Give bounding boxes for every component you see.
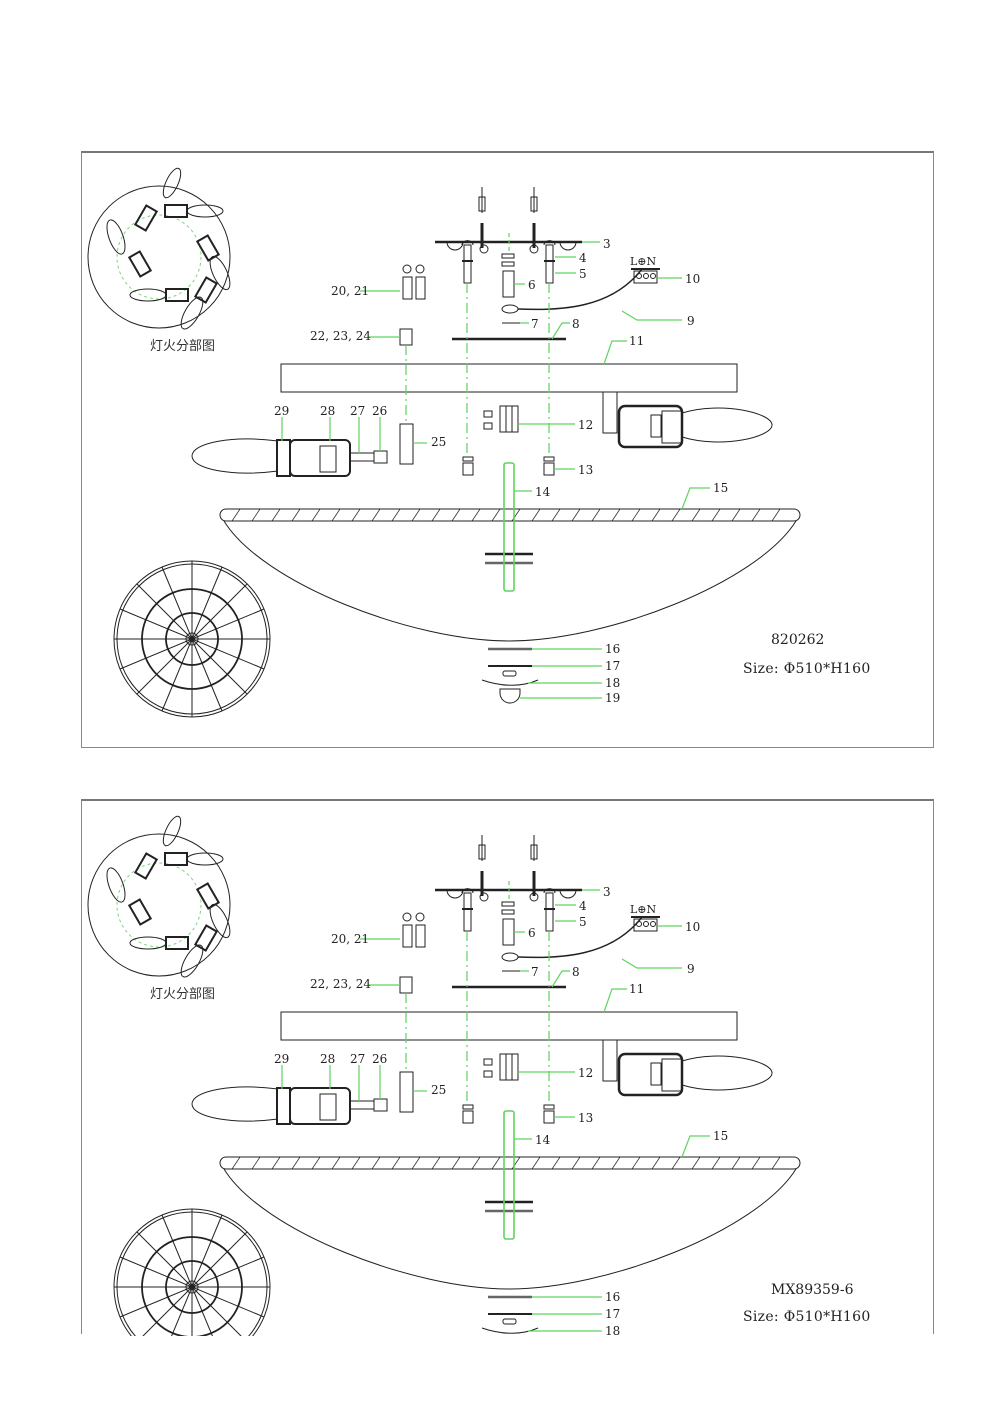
part-label-22-24: 22, 23, 24: [310, 329, 372, 343]
part-label-28: 28: [320, 1052, 336, 1066]
part-label-19: 19: [605, 691, 621, 705]
bulb-holders-layout: [106, 167, 231, 330]
part-label-15: 15: [713, 1129, 729, 1143]
part-label-14: 14: [535, 485, 551, 499]
part-label-15: 15: [713, 481, 729, 495]
part-label-8: 8: [572, 965, 580, 979]
part-label-4: 4: [579, 899, 587, 913]
size-spec: Size: Φ510*H160: [743, 1309, 871, 1325]
assembly-panel-2: 3 4 5 6 7 8 9 10 11 12 13 14 15 16 17 18…: [81, 799, 934, 1338]
part-label-7: 7: [531, 965, 539, 979]
part-label-5: 5: [579, 915, 587, 929]
part-label-25: 25: [431, 1083, 447, 1097]
model-number: MX89359-6: [771, 1282, 854, 1298]
part-label-7: 7: [531, 317, 539, 331]
part-label-20-21: 20, 21: [331, 284, 370, 298]
part-label-18: 18: [605, 1324, 621, 1338]
light-layout-caption: 灯火分部图: [150, 339, 216, 354]
part-label-17: 17: [605, 659, 621, 673]
part-label-9: 9: [687, 962, 695, 976]
part-label-29: 29: [274, 404, 290, 418]
part-label-27: 27: [350, 1052, 366, 1066]
part-label-22-24: 22, 23, 24: [310, 977, 372, 991]
glass-rim: [219, 508, 801, 522]
part-label-20-21: 20, 21: [331, 932, 370, 946]
part-label-16: 16: [605, 1290, 621, 1304]
exploded-view-drawing: [87, 815, 801, 1336]
part-label-9: 9: [687, 314, 695, 328]
assembly-panel-1: 3 4 5 6 7 8 9 10 11 12 13 14 15 16 17 18…: [81, 151, 934, 748]
model-number: 820262: [771, 632, 825, 648]
glass-bowl: [223, 520, 797, 642]
part-label-25: 25: [431, 435, 447, 449]
canopy: [280, 363, 738, 393]
part-label-26: 26: [372, 404, 388, 418]
part-label-4: 4: [579, 251, 587, 265]
part-label-12: 12: [578, 418, 594, 432]
part-label-28: 28: [320, 404, 336, 418]
glass-top-view: [113, 560, 271, 718]
part-label-14: 14: [535, 1133, 551, 1147]
part-label-16: 16: [605, 642, 621, 656]
part-label-29: 29: [274, 1052, 290, 1066]
light-layout-caption: 灯火分部图: [150, 987, 216, 1002]
part-label-18: 18: [605, 676, 621, 690]
part-label-11: 11: [629, 982, 645, 996]
part-label-13: 13: [578, 1111, 594, 1125]
part-label-6: 6: [528, 926, 536, 940]
part-label-8: 8: [572, 317, 580, 331]
part-label-27: 27: [350, 404, 366, 418]
part-label-13: 13: [578, 463, 594, 477]
terminal-label: L⊕N: [630, 903, 657, 916]
part-label-3: 3: [603, 237, 611, 251]
part-label-5: 5: [579, 267, 587, 281]
wall-plugs: [478, 187, 538, 248]
part-label-10: 10: [685, 272, 701, 286]
light-layout-circle: [87, 185, 231, 329]
part-label-17: 17: [605, 1307, 621, 1321]
size-spec: Size: Φ510*H160: [743, 661, 871, 677]
part-label-6: 6: [528, 278, 536, 292]
terminal-label: L⊕N: [630, 255, 657, 268]
exploded-view-drawing: [87, 167, 801, 718]
part-label-11: 11: [629, 334, 645, 348]
part-label-12: 12: [578, 1066, 594, 1080]
part-label-10: 10: [685, 920, 701, 934]
part-label-26: 26: [372, 1052, 388, 1066]
part-label-3: 3: [603, 885, 611, 899]
